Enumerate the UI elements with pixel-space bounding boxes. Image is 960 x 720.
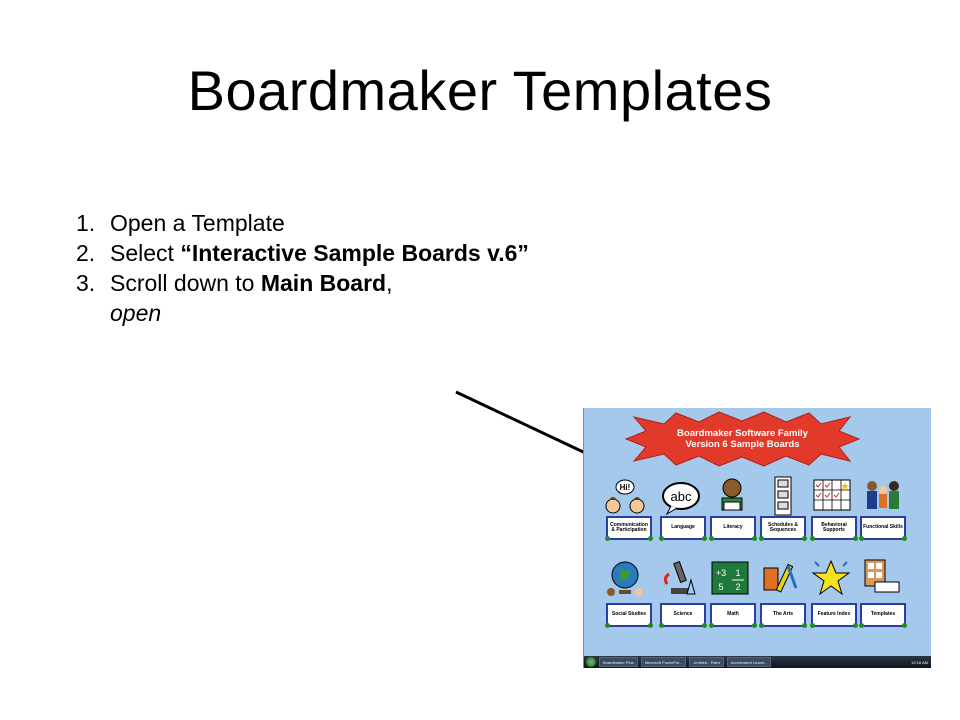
family-people-icon [867,481,899,509]
microscope-icon [663,560,696,595]
board-button-science[interactable]: Science [659,603,707,628]
windows-taskbar: Boardmaker Plus Microsoft PowerPoi... Un… [584,656,931,668]
svg-text:2: 2 [735,582,740,592]
templates-board-icon [864,559,900,593]
step-number: 3. [76,270,96,296]
instruction-list: 1. Open a Template 2. Select “Interactiv… [76,208,536,328]
paint-tools-icon [763,563,798,593]
taskbar-button[interactable]: Untitled - Paint [689,657,724,667]
step-2: 2. Select “Interactive Sample Boards v.6… [76,238,536,268]
board-button-math[interactable]: Math [709,603,757,628]
svg-text:Hi!: Hi! [620,483,631,492]
svg-text:1: 1 [735,568,740,578]
board-button-functional[interactable]: Functional Skills [859,516,907,541]
svg-text:abc: abc [671,489,692,504]
taskbar-button[interactable]: Accelerated Learni... [726,657,772,667]
reading-child-icon [721,478,743,511]
taskbar-button[interactable]: Boardmaker Plus [599,657,638,667]
checklist-grid-icon [813,479,851,511]
board-button-feature-index[interactable]: Feature Index [810,603,858,628]
taskbar-clock: 12:16 AM [911,659,928,665]
schedule-strip-icon [774,476,792,516]
board-button-social-studies[interactable]: Social Studies [605,603,653,628]
board-button-the-arts[interactable]: The Arts [759,603,807,628]
globe-icon [607,561,643,596]
banner-text: Boardmaker Software Family Version 6 Sam… [677,428,808,450]
step-text: Scroll down to Main Board, open [110,270,393,326]
board-button-schedules[interactable]: Schedules & Sequences [759,516,807,541]
board-button-communication[interactable]: Communication & Participation [605,516,653,541]
svg-text:5: 5 [718,582,723,592]
boardmaker-screenshot[interactable]: Boardmaker Software Family Version 6 Sam… [583,408,931,668]
step-3: 3. Scroll down to Main Board, open [76,268,536,328]
taskbar-button[interactable]: Microsoft PowerPoi... [640,657,687,667]
abc-bubble-icon: abc [662,482,700,516]
board-button-literacy[interactable]: Literacy [709,516,757,541]
board-button-language[interactable]: Language [659,516,707,541]
slide-title: Boardmaker Templates [187,59,773,122]
step-number: 2. [76,240,96,266]
speech-people-icon: Hi! [605,479,645,514]
step-number: 1. [76,210,96,236]
board-button-behavioral[interactable]: Behavioral Supports [810,516,858,541]
math-board-icon: +3 1 5 2 [711,561,749,595]
step-1: 1. Open a Template [76,208,536,238]
board-button-templates[interactable]: Templates [859,603,907,628]
starburst-banner-icon [624,411,861,467]
svg-text:+3: +3 [716,568,726,578]
start-button-icon[interactable] [586,657,596,667]
step-text: Select “Interactive Sample Boards v.6” [110,240,529,266]
step-text: Open a Template [110,210,285,236]
star-icon [811,559,851,596]
